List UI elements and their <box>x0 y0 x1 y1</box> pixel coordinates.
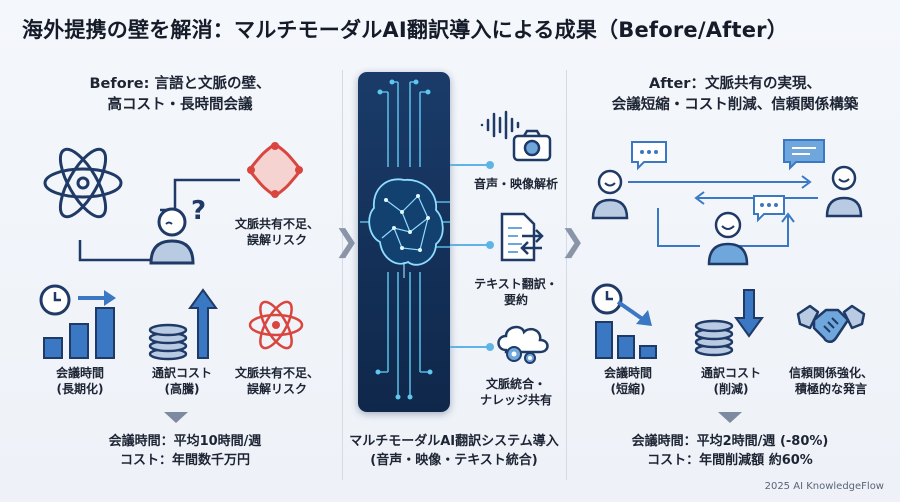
trust-label: 信頼関係強化、 積極的な発言 <box>776 365 886 397</box>
document-icon <box>500 212 544 262</box>
before-summary: 会議時間：平均10時間/週 コスト：年間数千万円 <box>40 432 330 470</box>
text-translation-label: テキスト翻訳・ 要約 <box>466 276 566 308</box>
divider-right <box>566 70 567 480</box>
context-integration-label: 文脈統合・ ナレッジ共有 <box>466 376 566 408</box>
middle-summary-line1: マルチモーダルAI翻訳システム導入 <box>349 434 559 449</box>
footer-credit: 2025 AI KnowledgeFlow <box>764 481 884 492</box>
cloud-gear-icon <box>497 325 549 364</box>
person-icon <box>707 211 749 266</box>
coin-stack-icon <box>148 323 188 361</box>
down-trend-arrow-icon <box>616 300 652 326</box>
meeting-time-line1: 会議時間 <box>55 366 104 380</box>
question-mark-icon: ? <box>191 196 207 226</box>
interpreting-cost-label: 通訳コスト (高騰) <box>132 365 232 397</box>
camera-icon <box>512 129 552 162</box>
coin-stack-icon <box>694 319 734 357</box>
context-integration-line2: ナレッジ共有 <box>479 393 552 407</box>
after-heading-line2: 会議短縮・コスト削減、信頼関係構築 <box>611 97 859 113</box>
after-heading: After：文脈共有の実現、 会議短縮・コスト削減、信頼関係構築 <box>580 74 890 116</box>
after-meeting-label: 会議時間 (短縮) <box>578 365 678 397</box>
ai-connectors <box>450 161 494 351</box>
misunderstanding-line2: 誤解リスク <box>246 233 307 247</box>
audio-video-label: 音声・映像解析 <box>473 177 558 191</box>
confused-person-icon <box>149 207 195 265</box>
clock-icon <box>39 284 71 316</box>
divider-left <box>342 70 343 480</box>
person-icon <box>825 165 863 218</box>
page-title: 海外提携の壁を解消：マルチモーダルAI翻訳導入による成果（Before/Afte… <box>22 18 788 42</box>
clock-icon <box>591 283 623 315</box>
after-cost-line1: 通訳コスト <box>700 366 761 380</box>
after-heading-line1: After：文脈共有の実現、 <box>649 76 821 92</box>
risk-atom-icon <box>248 300 304 350</box>
interpreting-cost-line1: 通訳コスト <box>151 366 212 380</box>
trust-line1: 信頼関係強化、 <box>788 366 873 380</box>
middle-summary: マルチモーダルAI翻訳システム導入 (音声・映像・テキスト統合) <box>342 432 566 470</box>
meeting-time-line2: (長期化) <box>56 382 104 396</box>
text-translation-line1: テキスト翻訳・ <box>474 277 558 291</box>
chevron-right-icon: ❯ <box>334 224 360 259</box>
after-summary-line1: 会議時間：平均2時間/週 (-80%) <box>631 434 829 449</box>
meeting-time-label: 会議時間 (長期化) <box>30 365 130 397</box>
up-arrow-icon <box>188 288 218 359</box>
bar-chart-icon <box>43 307 115 359</box>
context-integration-line1: 文脈統合・ <box>485 377 546 391</box>
waveform-icon <box>480 110 520 140</box>
before-summary-line1: 会議時間：平均10時間/週 <box>108 434 262 449</box>
after-summary-line2: コスト：年間削減額 約60% <box>647 453 813 468</box>
trend-arrow-icon <box>78 290 116 306</box>
network-icon <box>43 147 123 219</box>
text-translation-line2: 要約 <box>503 293 528 307</box>
before-heading: Before: 言語と文脈の壁、 高コスト・長時間会議 <box>40 74 320 116</box>
bar-chart-icon <box>595 321 657 359</box>
down-triangle-icon <box>164 412 188 423</box>
risk-line2: 誤解リスク <box>246 382 307 396</box>
down-triangle-icon <box>718 412 742 423</box>
person-icon <box>591 169 629 220</box>
after-cost-line2: (削減) <box>713 382 749 396</box>
before-heading-line1: Before: 言語と文脈の壁、 <box>89 76 271 92</box>
handshake-icon <box>796 304 866 343</box>
tangled-knot-icon <box>247 142 303 198</box>
communication-flow <box>628 139 825 247</box>
misunderstanding-line1: 文脈共有不足、 <box>234 217 319 231</box>
middle-summary-line2: (音声・映像・テキスト統合) <box>370 453 538 468</box>
before-summary-line2: コスト：年間数千万円 <box>119 453 250 468</box>
risk-line1: 文脈共有不足、 <box>234 366 319 380</box>
down-arrow-icon <box>734 289 764 338</box>
after-summary: 会議時間：平均2時間/週 (-80%) コスト：年間削減額 約60% <box>590 432 870 470</box>
after-meeting-line1: 会議時間 <box>603 366 652 380</box>
risk-label: 文脈共有不足、 誤解リスク <box>222 365 332 397</box>
after-cost-label: 通訳コスト (削減) <box>676 365 786 397</box>
interpreting-cost-line2: (高騰) <box>164 382 200 396</box>
misunderstanding-label: 文脈共有不足、 誤解リスク <box>222 216 332 248</box>
before-heading-line2: 高コスト・長時間会議 <box>107 97 253 113</box>
trust-line2: 積極的な発言 <box>794 382 867 396</box>
ai-brain-icon <box>360 79 450 400</box>
chevron-right-icon: ❯ <box>560 224 586 259</box>
after-meeting-line2: (短縮) <box>610 382 646 396</box>
